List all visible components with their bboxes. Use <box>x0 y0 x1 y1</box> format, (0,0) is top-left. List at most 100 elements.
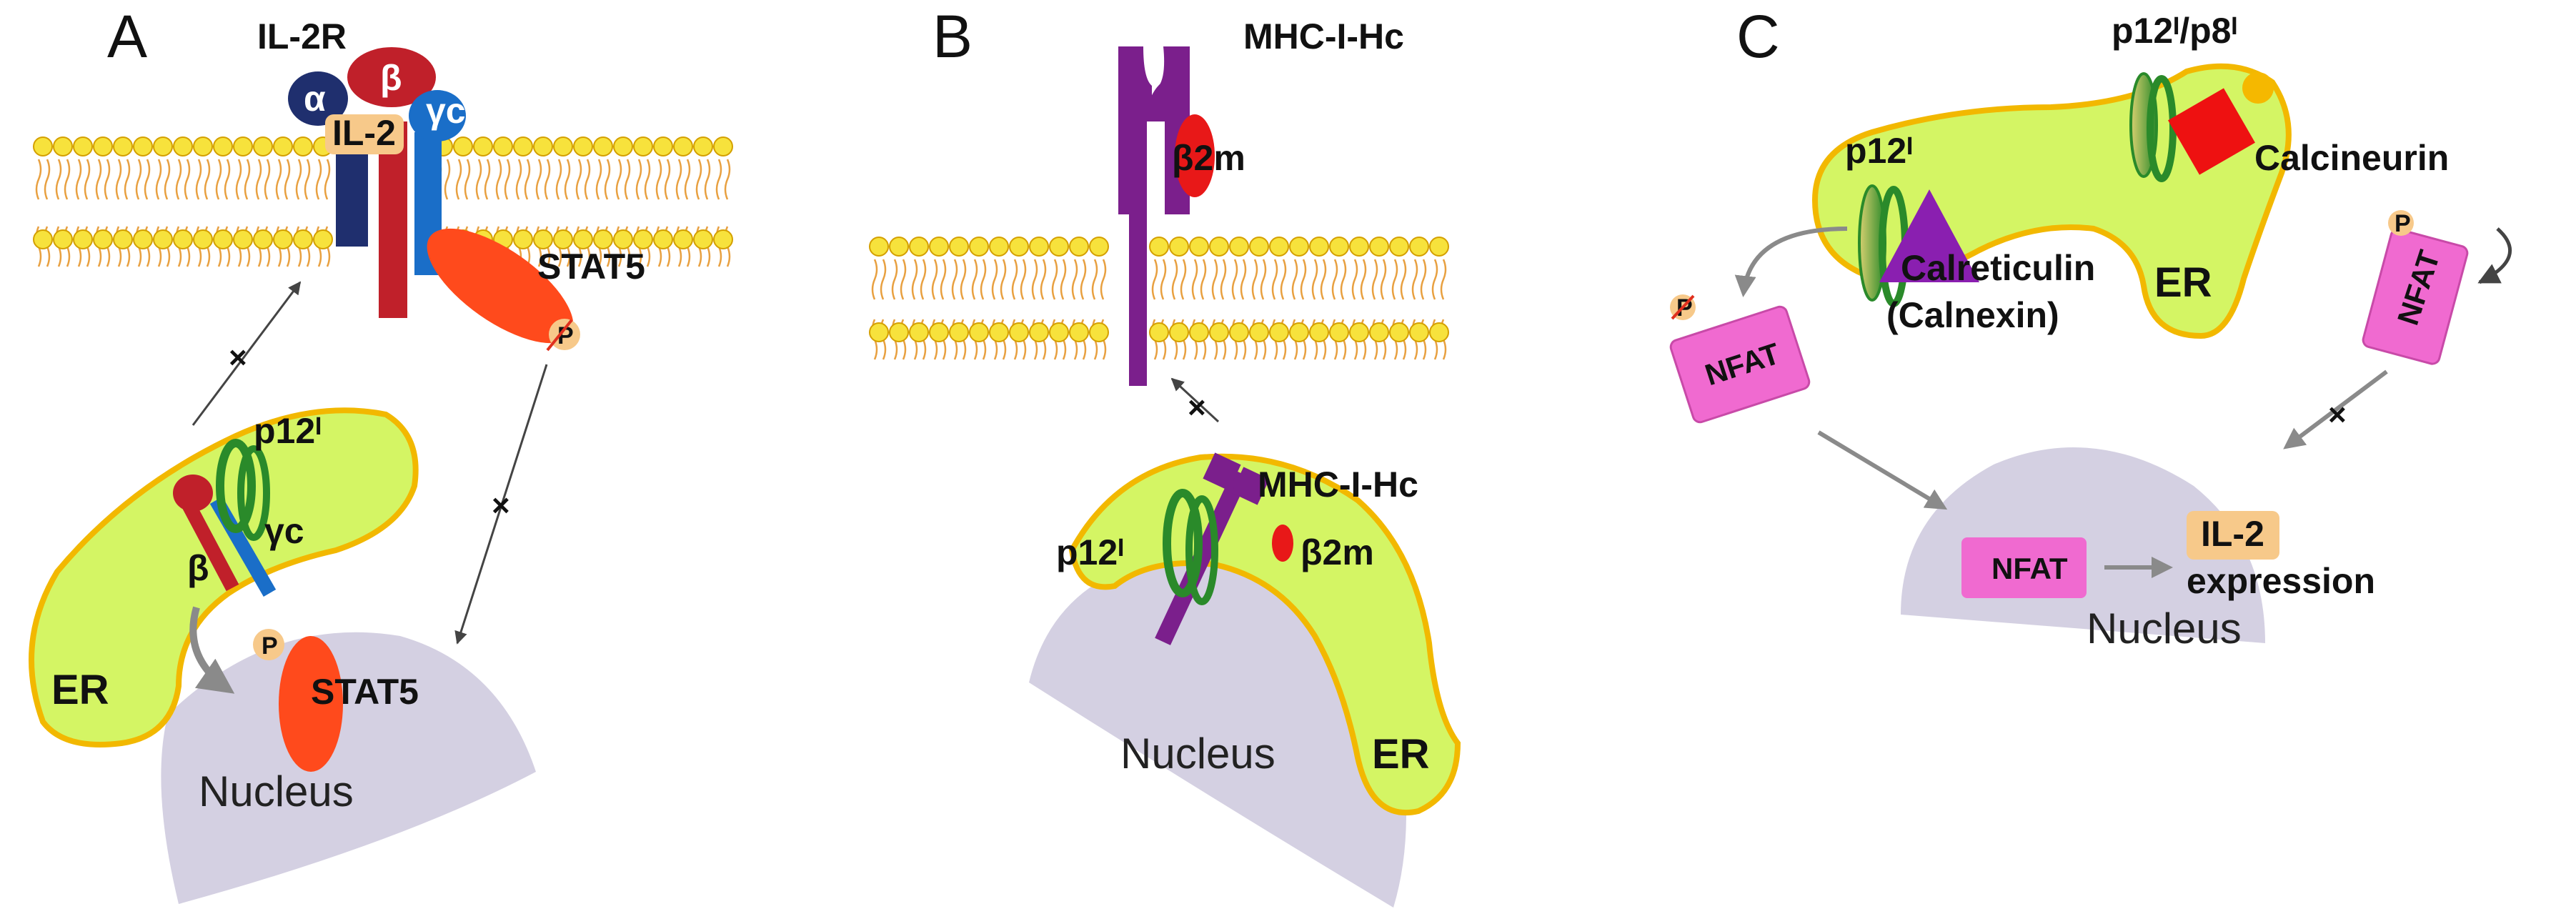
stat5-phospho-badge <box>549 319 580 350</box>
lipid-tail <box>1091 259 1098 300</box>
lipid-head <box>133 229 153 249</box>
il2-ligand <box>325 114 404 154</box>
lipid-tail <box>891 259 898 300</box>
panel-c-er-label: ER <box>2154 259 2212 306</box>
lipid-tail <box>1271 259 1278 300</box>
lipid-tail <box>475 159 482 200</box>
panel-b-membrane <box>869 237 1449 360</box>
lipid-head <box>1369 237 1389 257</box>
lipid-tail <box>504 159 511 200</box>
mhc-surface-lobe-right <box>1159 46 1190 121</box>
b2m-er <box>1272 525 1293 562</box>
panel-a-beta-er-label: β <box>187 548 209 588</box>
lipid-head <box>293 229 313 249</box>
lipid-tail <box>1051 259 1058 300</box>
il2-label: IL-2 <box>332 113 396 153</box>
lipid-head <box>1309 237 1329 257</box>
lipid-tail <box>940 259 947 300</box>
lipid-head <box>613 229 633 249</box>
lipid-tail <box>235 159 242 200</box>
lipid-head <box>253 229 273 249</box>
lipid-tail <box>644 159 651 200</box>
lipid-head <box>93 136 113 157</box>
lipid-head <box>533 229 553 249</box>
lipid-tail <box>1151 259 1158 300</box>
lipid-head <box>173 229 193 249</box>
lipid-tail <box>1000 259 1007 300</box>
calcineurin-body <box>2168 88 2255 175</box>
lipid-head <box>313 229 333 249</box>
lipid-tail <box>595 159 602 200</box>
lipid-tail <box>655 159 662 200</box>
lipid-tail <box>931 259 938 300</box>
lipid-head <box>889 322 909 342</box>
lipid-tail <box>575 159 582 200</box>
lipid-head <box>493 136 513 157</box>
lipid-head <box>673 229 693 249</box>
lipid-tail <box>115 159 122 200</box>
panel-a-block-mark-2: × <box>492 488 510 523</box>
lipid-head <box>1289 237 1309 257</box>
lipid-head <box>233 136 253 157</box>
lipid-tail <box>544 159 551 200</box>
lipid-head <box>593 136 613 157</box>
lipid-tail <box>675 159 682 200</box>
lipid-tail <box>1011 259 1018 300</box>
lipid-tail <box>1100 259 1107 300</box>
lipid-tail <box>971 259 978 300</box>
er-beta-head <box>173 475 213 512</box>
gamma-c-head <box>409 90 466 141</box>
mhc-er-lobe-1 <box>1203 452 1241 491</box>
lipid-tail <box>1420 259 1427 300</box>
panel-a-er-label: ER <box>51 667 109 713</box>
panel-a: A Nucleus ER α β γc IL-2 IL-2R <box>29 3 733 904</box>
lipid-tail <box>64 159 71 200</box>
panel-b-b2m-top-label: β2m <box>1172 138 1245 178</box>
er-beta-chain <box>182 502 239 592</box>
lipid-head <box>989 237 1009 257</box>
lipid-tail <box>1391 259 1398 300</box>
panel-a-nucleus <box>161 632 536 904</box>
lipid-head <box>273 136 293 157</box>
lipid-tail <box>1231 259 1238 300</box>
lipid-tail <box>124 159 131 200</box>
lipid-head <box>153 136 173 157</box>
panel-b-arrow-er-to-membrane <box>1170 377 1220 423</box>
lipid-head <box>633 229 653 249</box>
panel-c-calreticulin-label: Calreticulin <box>1901 248 2095 288</box>
b2m-surface <box>1175 114 1215 197</box>
lipid-tail <box>1071 259 1078 300</box>
lipid-head <box>653 229 673 249</box>
lipid-head <box>253 136 273 157</box>
lipid-tail <box>1280 259 1287 300</box>
lipid-tail <box>1380 259 1387 300</box>
beta-label: β <box>380 58 402 98</box>
calcineurin-head <box>2242 72 2274 104</box>
lipid-head <box>1169 237 1189 257</box>
lipid-tail <box>991 259 998 300</box>
lipid-tail <box>104 159 111 200</box>
stat5-membrane-label: STAT5 <box>537 247 645 287</box>
lipid-head <box>693 229 713 249</box>
lipid-head <box>1189 237 1209 257</box>
lipid-tail <box>275 159 282 200</box>
lipid-head <box>1429 322 1449 342</box>
lipid-head <box>53 229 73 249</box>
lipid-head <box>1009 237 1029 257</box>
lipid-tail <box>980 259 987 300</box>
lipid-tail <box>1291 259 1298 300</box>
lipid-tail <box>684 159 691 200</box>
lipid-tail <box>880 259 887 300</box>
lipid-tail <box>900 259 907 300</box>
stat5-membrane-oval <box>427 228 574 344</box>
lipid-head <box>113 136 133 157</box>
lipid-head <box>1229 237 1249 257</box>
panel-b-nucleus-label: Nucleus <box>1120 730 1275 778</box>
lipid-head <box>889 237 909 257</box>
lipid-head <box>1149 237 1169 257</box>
panel-a-er-complex <box>173 439 277 597</box>
lipid-tail <box>295 159 302 200</box>
nfat-right-box <box>2362 228 2469 365</box>
lipid-head <box>1169 322 1189 342</box>
